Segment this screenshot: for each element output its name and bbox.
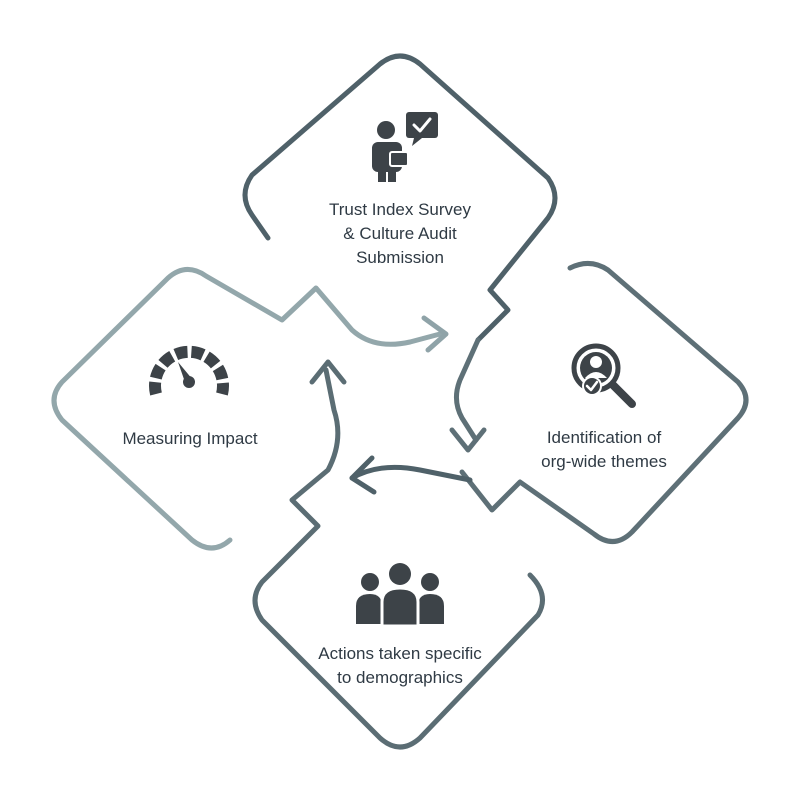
person-chat-check-icon — [372, 112, 438, 182]
survey-line-2: & Culture Audit — [343, 224, 457, 243]
themes-line-2: org-wide themes — [541, 452, 667, 471]
stage-label-themes: Identification of org-wide themes — [504, 426, 704, 474]
survey-line-1: Trust Index Survey — [328, 200, 472, 219]
actions-line-2: to demographics — [337, 668, 463, 687]
stage-label-actions: Actions taken specific to demographics — [290, 642, 510, 690]
arrow-right-head — [421, 315, 449, 353]
bottom-stage-outline — [252, 367, 545, 750]
top-stage-outline — [242, 53, 558, 343]
right-stage-outline — [454, 261, 749, 544]
stage-label-impact: Measuring Impact — [90, 427, 290, 451]
stage-label-survey: Trust Index Survey & Culture Audit Submi… — [290, 198, 510, 270]
themes-line-1: Identification of — [546, 428, 662, 447]
magnifier-person-check-icon — [571, 343, 636, 408]
left-stage-outline — [51, 267, 443, 551]
survey-line-3: Submission — [356, 248, 444, 267]
arrow-down-head — [449, 427, 487, 453]
arrow-up-head — [309, 359, 347, 385]
people-group-icon — [356, 563, 444, 628]
speedometer-icon — [149, 345, 229, 396]
actions-line-1: Actions taken specific — [318, 644, 482, 663]
arrow-left-tail — [349, 464, 473, 483]
impact-line-1: Measuring Impact — [122, 429, 258, 448]
